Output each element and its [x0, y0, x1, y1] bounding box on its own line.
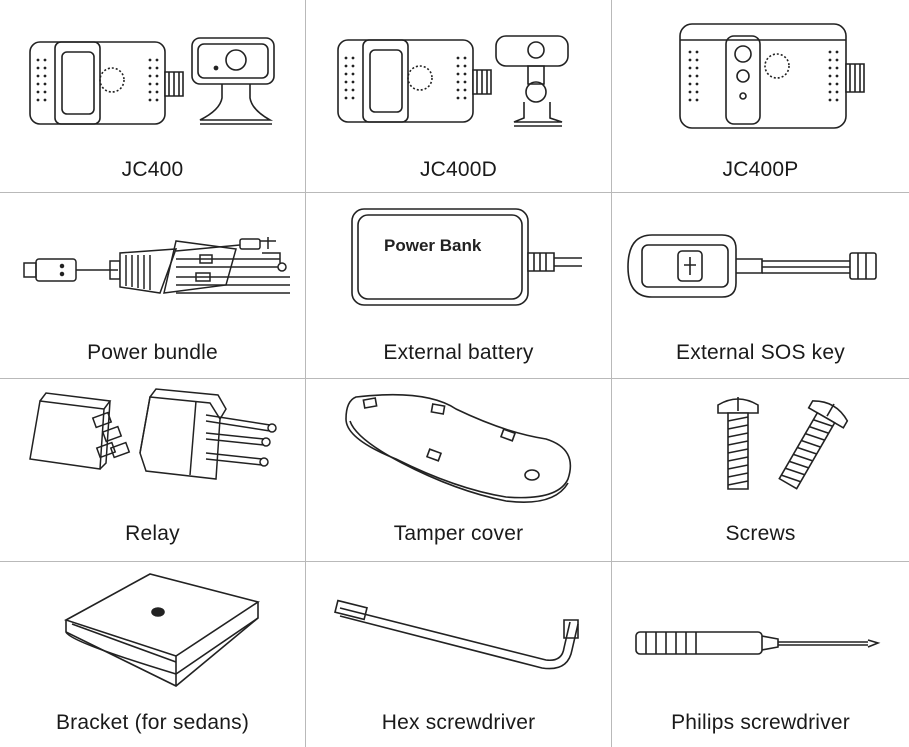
external-battery-icon: Power Bank: [306, 193, 612, 333]
power-bundle-icon: [0, 193, 306, 333]
item-power-bundle: Power bundle: [0, 193, 306, 379]
item-hex-screwdriver: Hex screwdriver: [306, 562, 612, 747]
bracket-icon: [0, 562, 306, 702]
hex-screwdriver-icon: [306, 562, 612, 702]
battery-device-text: Power Bank: [384, 236, 482, 255]
jc400-camera-icon: [0, 0, 306, 150]
item-label: JC400P: [722, 158, 799, 181]
item-jc400: JC400: [0, 0, 306, 193]
item-screws: Screws: [612, 379, 909, 562]
jc400d-camera-icon: [306, 0, 612, 150]
item-sos-key: External SOS key: [612, 193, 909, 379]
relay-icon: [0, 379, 306, 514]
item-label: Screws: [725, 522, 796, 545]
item-label: Tamper cover: [393, 522, 524, 545]
item-label: JC400D: [419, 158, 498, 181]
philips-screwdriver-icon: [612, 562, 909, 702]
item-label: Bracket (for sedans): [55, 711, 250, 734]
item-label: JC400: [121, 158, 184, 181]
item-label: Philips screwdriver: [671, 711, 850, 734]
item-relay: Relay: [0, 379, 306, 562]
item-label: Hex screwdriver: [381, 711, 536, 734]
item-label: External battery: [383, 341, 534, 364]
screws-icon: [612, 379, 909, 514]
item-external-battery: Power Bank External battery: [306, 193, 612, 379]
item-tamper-cover: Tamper cover: [306, 379, 612, 562]
item-label: Relay: [125, 522, 180, 545]
item-philips-screwdriver: Philips screwdriver: [612, 562, 909, 747]
item-label: External SOS key: [676, 341, 845, 364]
jc400p-camera-icon: [612, 0, 909, 150]
item-jc400d: JC400D: [306, 0, 612, 193]
item-label: Power bundle: [87, 341, 218, 364]
sos-key-icon: [612, 193, 909, 333]
item-jc400p: JC400P: [612, 0, 909, 193]
tamper-cover-icon: [306, 379, 612, 514]
item-bracket: Bracket (for sedans): [0, 562, 306, 747]
